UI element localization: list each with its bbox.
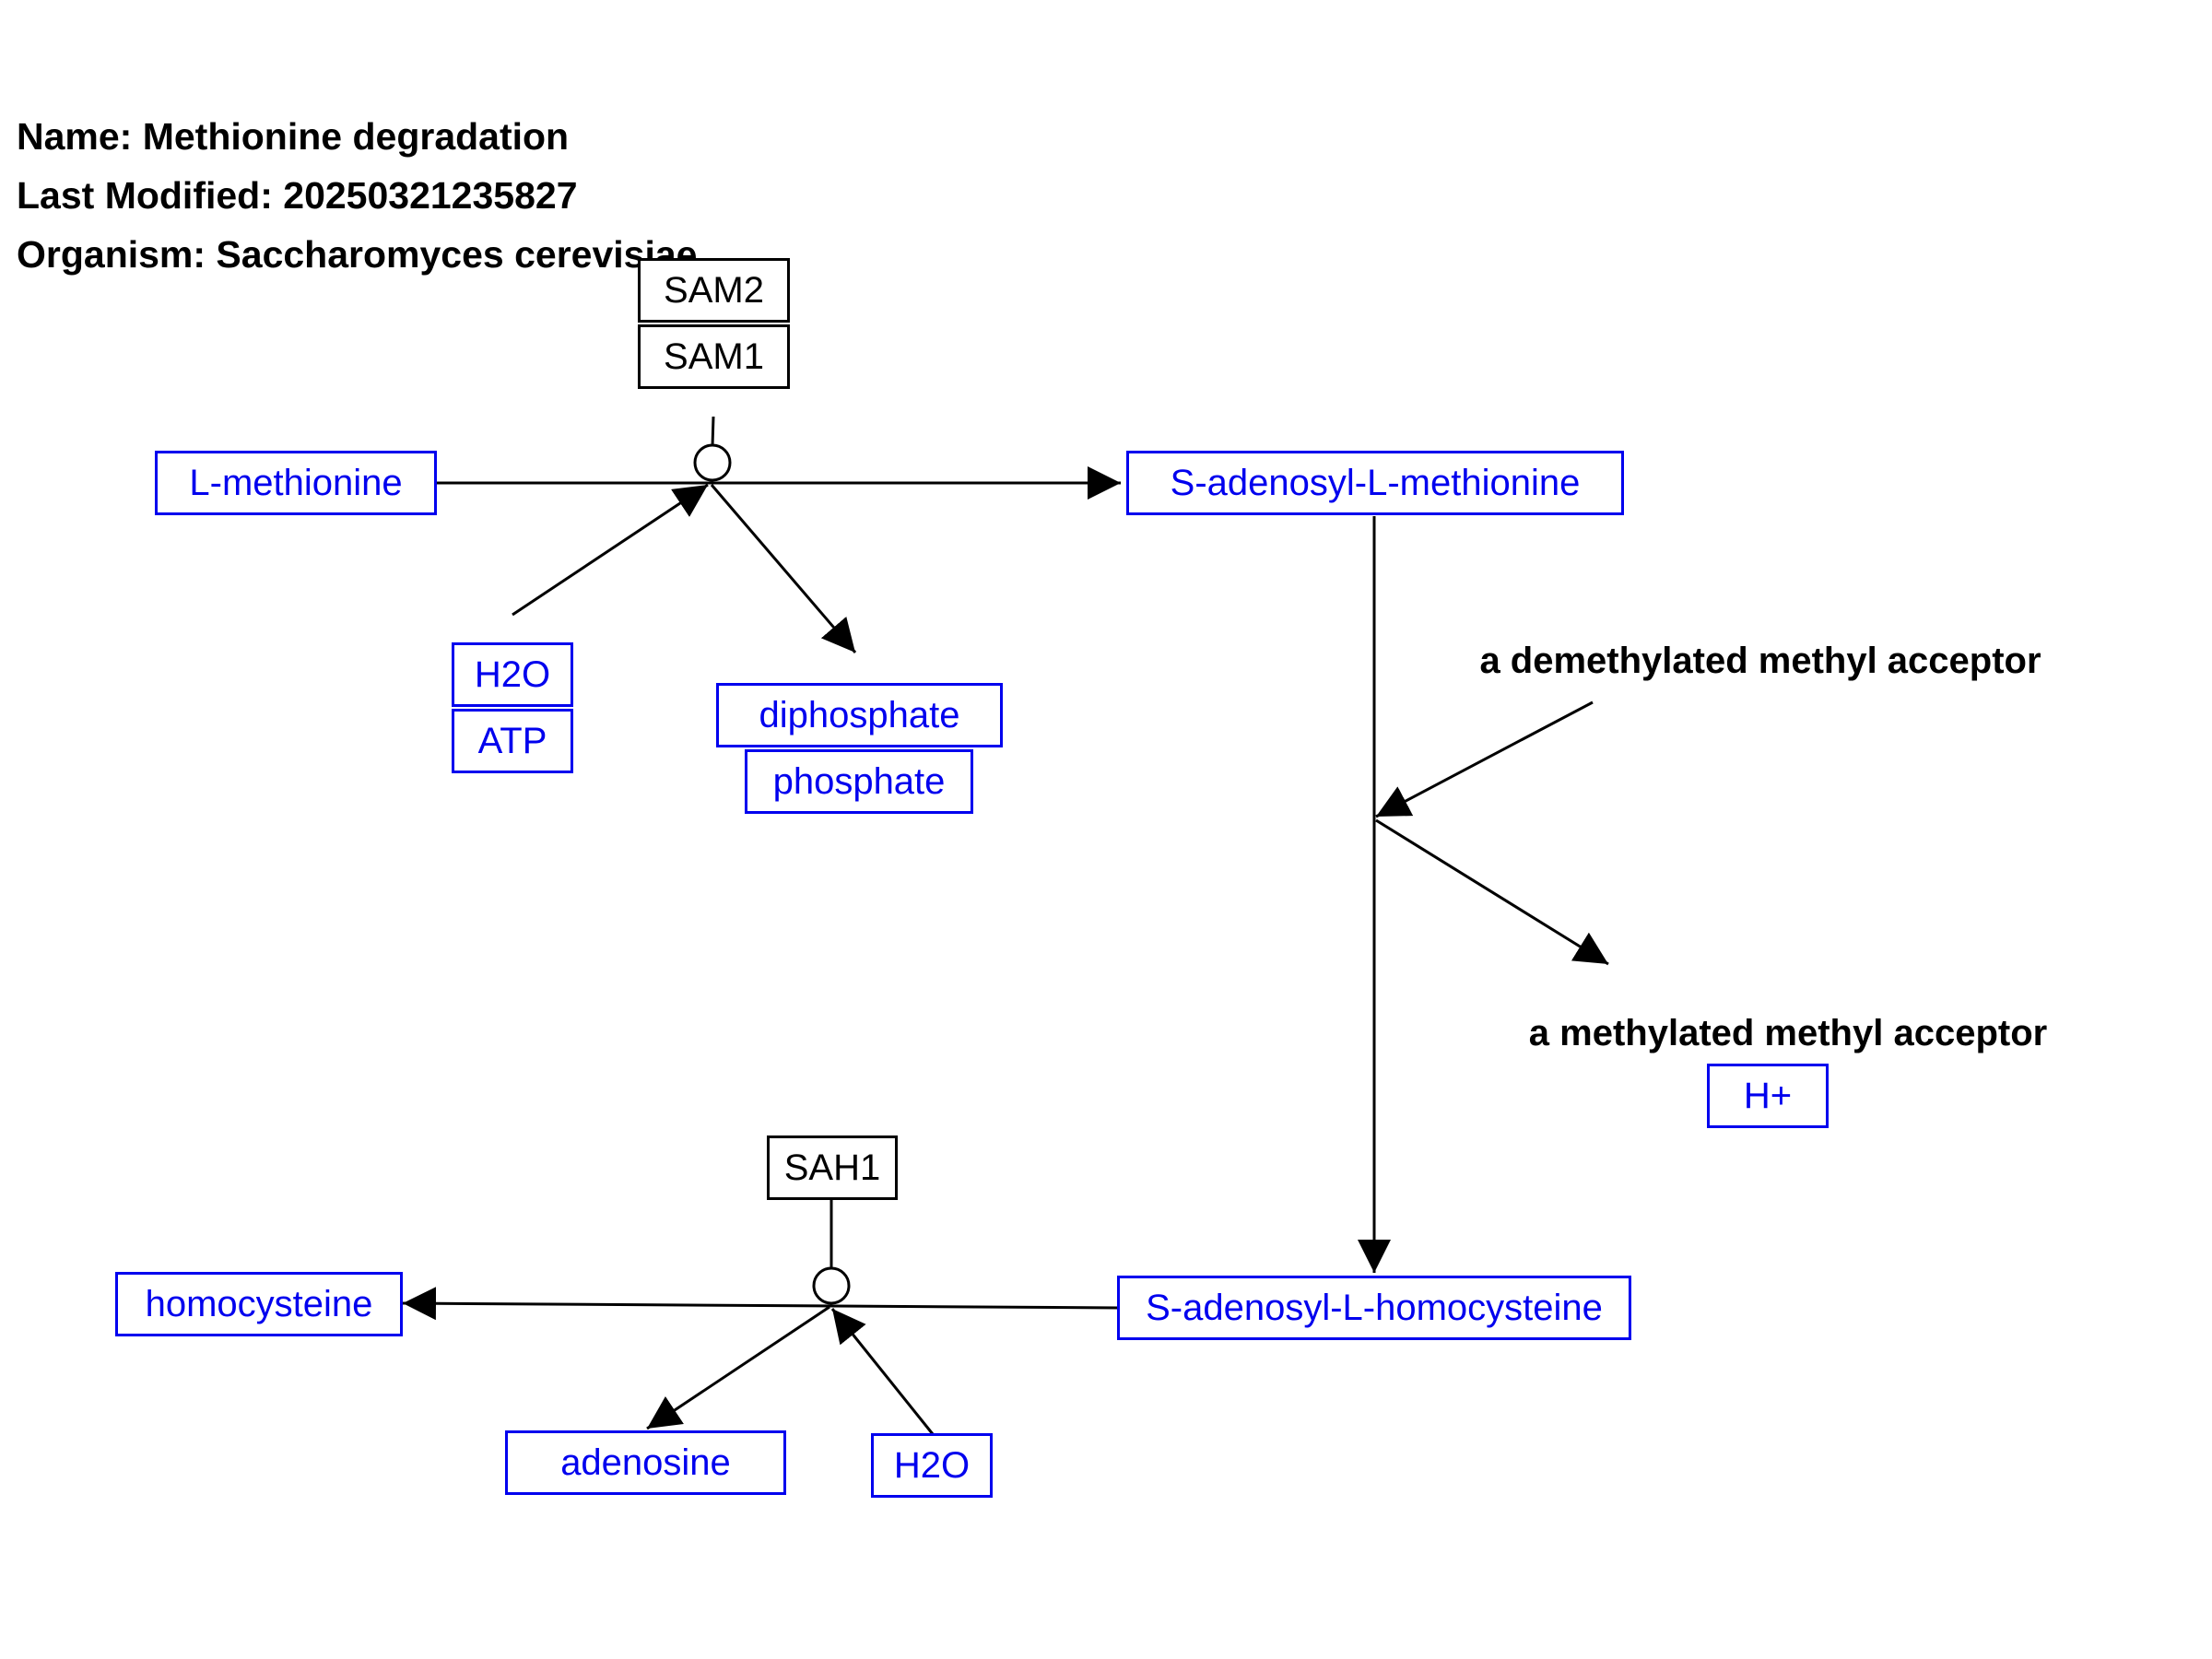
metabolite-h-plus[interactable]: H+ [1707, 1064, 1829, 1128]
metabolite-phosphate[interactable]: phosphate [745, 749, 973, 814]
label-methylated-methyl-acceptor: a methylated methyl acceptor [1528, 1012, 2048, 1053]
metabolite-s-adenosyl-l-homocysteine[interactable]: S-adenosyl-L-homocysteine [1117, 1276, 1631, 1340]
metabolite-s-adenosyl-l-methionine[interactable]: S-adenosyl-L-methionine [1126, 451, 1624, 515]
metabolite-l-methionine[interactable]: L-methionine [155, 451, 437, 515]
edge-h2o-to-anchor [830, 1308, 935, 1435]
catalysis-circle-sah1 [812, 1266, 851, 1305]
edge-sam-catalysis [711, 416, 715, 447]
pathway-organism: Organism: Saccharomyces cerevisiae [17, 233, 698, 276]
gene-sam1[interactable]: SAM1 [638, 324, 790, 389]
catalysis-circle-sam [693, 443, 732, 482]
edge-anchor-to-adenosine [646, 1305, 830, 1430]
edge-anchor-to-diphosphate [710, 484, 857, 653]
metabolite-homocysteine[interactable]: homocysteine [115, 1272, 403, 1336]
metabolite-diphosphate[interactable]: diphosphate [716, 683, 1003, 747]
metabolite-h2o[interactable]: H2O [452, 642, 573, 707]
edge-anchor-to-methylated-acceptor [1375, 818, 1609, 966]
edge-sah-to-homocysteine [402, 1287, 1120, 1321]
edge-demethylated-acceptor-to-anchor [1375, 700, 1594, 818]
metabolite-atp[interactable]: ATP [452, 709, 573, 773]
pathway-name: Name: Methionine degradation [17, 115, 570, 158]
gene-sam2[interactable]: SAM2 [638, 258, 790, 323]
label-demethylated-methyl-acceptor: a demethylated methyl acceptor [1479, 640, 2041, 681]
metabolite-adenosine[interactable]: adenosine [505, 1430, 786, 1495]
edge-atp-h2o-to-anchor [512, 483, 709, 617]
pathway-last-modified: Last Modified: 20250321235827 [17, 174, 578, 217]
gene-sah1[interactable]: SAH1 [767, 1135, 898, 1200]
metabolite-h2o-2[interactable]: H2O [871, 1433, 993, 1498]
